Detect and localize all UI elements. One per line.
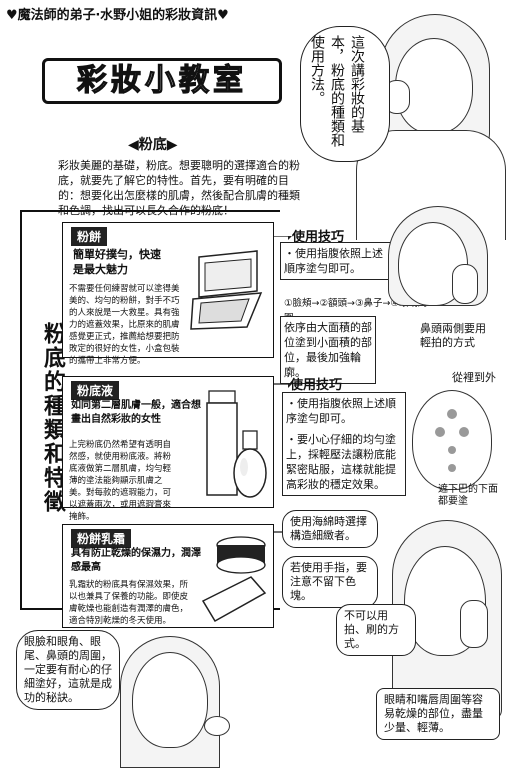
section-tagline: 簡單好撲勻，快速是最大魅力 xyxy=(73,248,161,276)
section-label: 粉餅乳霜 xyxy=(71,529,132,548)
no-pat-bubble: 不可以用拍、刷的方式。 xyxy=(336,604,416,656)
tips-heading-2: 使用技巧 xyxy=(290,378,343,393)
chin-caption: 遮下巴的下面都要塗 xyxy=(438,484,498,507)
woman-left-face xyxy=(132,652,208,748)
section-desc: 不需要任何練習就可以塗得美美的、均勻的粉餅，對手不巧的人來說是一大救星。具有強力… xyxy=(69,284,180,366)
tip-item: ・使用指腹依照上述順序塗勻即可。 xyxy=(284,247,383,275)
bottle-icon xyxy=(203,381,269,505)
speech-bubble-top-text: 這次講彩妝的基本，粉底的種類和使用方法。 xyxy=(309,35,365,147)
success-tip-bubble: 眼臉和眼角、眼尾、鼻頭的周圍，一定要有耐心的仔細塗好，這就是成功的秘訣。 xyxy=(16,630,120,710)
tips-list-2: ・使用指腹依照上述順序塗勻即可。 ・要小心仔細的均勻塗上，採輕壓法讓粉底能緊密貼… xyxy=(282,392,406,496)
woman-top-body xyxy=(356,130,506,240)
nose-caption: 鼻頭兩側要用輕拍的方式 xyxy=(420,322,486,349)
inside-out-caption: 從裡到外 xyxy=(452,371,496,384)
page-title: 彩妝小教室 xyxy=(42,58,282,104)
section-label: 粉餅 xyxy=(71,227,108,246)
section-tagline: 如同第二層肌膚一般，適合想畫出自然彩妝的女性 xyxy=(71,400,201,425)
sponge-bubble: 使用海綿時選擇構造細緻者。 xyxy=(282,510,378,548)
page-header: ♥魔法師的弟子‧水野小姐的彩妝資訊♥ xyxy=(6,8,229,23)
side-title-box xyxy=(24,312,60,562)
tips-note-1: 依序由大面積的部位塗到小面積的部位，最後加強輪廓。 xyxy=(280,316,376,384)
tips-heading-1: 使用技巧 xyxy=(292,230,345,245)
face-diagram-marks xyxy=(412,390,492,490)
section-cream-foundation: 粉餅乳霜 具有防止乾燥的保濕力，潤澤感最高 乳霜狀的粉底具有保濕效果，所以也兼具… xyxy=(62,524,274,628)
tip-note: 依序由大面積的部位塗到小面積的部位，最後加強輪廓。 xyxy=(284,321,372,379)
face-diagram xyxy=(412,390,492,490)
section-subtitle: ◀粉底▶ xyxy=(128,137,178,153)
section-desc: 上完粉底仍然希望有透明自然感，就使用粉底液。將粉底液做第二層肌膚，均勻輕薄的塗法… xyxy=(69,440,172,522)
sponge-icon xyxy=(204,716,230,736)
tip-item: ・要小心仔細的均勻塗上，採輕壓法讓粉底能緊密貼服，這樣就能提高彩妝的穩定效果。 xyxy=(286,433,396,491)
speech-bubble-top: 這次講彩妝的基本，粉底的種類和使用方法。 xyxy=(300,26,390,162)
section-label: 粉底液 xyxy=(71,381,120,400)
hand-icon xyxy=(460,600,488,648)
section-tagline: 具有防止乾燥的保濕力，潤澤感最高 xyxy=(71,548,201,573)
section-liquid-foundation: 粉底液 如同第二層肌膚一般，適合想畫出自然彩妝的女性 上完粉底仍然希望有透明自然… xyxy=(62,376,274,522)
compact-icon xyxy=(187,247,267,335)
tip-item: ・使用指腹依照上述順序塗勻即可。 xyxy=(286,397,396,425)
hand-icon xyxy=(452,264,478,304)
cream-jar-icon xyxy=(195,531,273,627)
eye-area-bubble: 眼睛和嘴唇周圍等容易乾燥的部位，盡量少量、輕薄。 xyxy=(376,688,500,740)
side-title: 粉底的種類和特徵 xyxy=(40,322,65,514)
section-powder-compact: 粉餅 簡單好撲勻，快速是最大魅力 不需要任何練習就可以塗得美美的、均勻的粉餅，對… xyxy=(62,222,274,366)
fingers-bubble: 若使用手指，要注意不留下色塊。 xyxy=(282,556,378,608)
section-desc: 乳霜狀的粉底具有保濕效果，所以也兼具了保養的功能。即使皮膚乾燥也能創造有潤澤的膚… xyxy=(69,580,189,626)
tips-list-1: ・使用指腹依照上述順序塗勻即可。 xyxy=(280,242,392,280)
intro-text: 彩妝美麗的基礎，粉底。想要聰明的選擇適合的粉底，就要先了解它的特性。首先，要有明… xyxy=(58,159,300,217)
